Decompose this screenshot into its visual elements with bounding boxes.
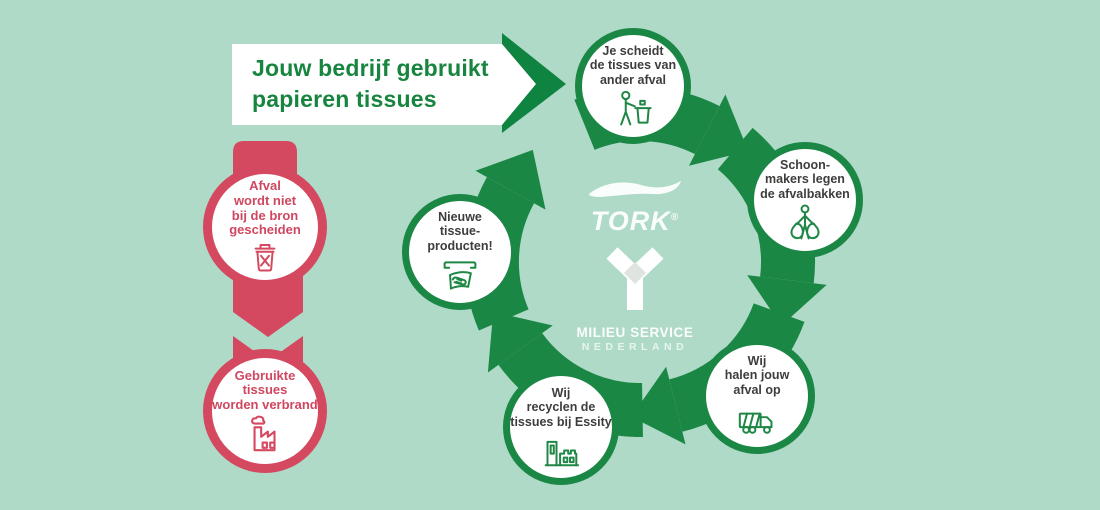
- cycle-step-label: Nieuwe tissue- producten!: [427, 210, 493, 253]
- crossed-trash-bin-icon: [254, 243, 276, 272]
- problem-step-label: Afval wordt niet bij de bron gescheiden: [229, 178, 301, 238]
- problem-step-tissues-incinerated: Gebruikte tissues worden verbrand: [203, 349, 327, 473]
- problem-step-waste-not-separated: Afval wordt niet bij de bron gescheiden: [203, 165, 327, 289]
- cycle-step-label: Wij recyclen de tissues bij Essity: [510, 386, 612, 429]
- tork-wave-icon: [589, 181, 681, 197]
- banner-headline-line2: papieren tissues: [252, 86, 437, 112]
- registered-mark: ®: [670, 212, 680, 223]
- garbage-truck-icon: [738, 412, 773, 434]
- milieu-service-nederland-logo: MILIEU SERVICE NEDERLAND: [565, 242, 705, 353]
- incinerator-icon: [251, 415, 276, 452]
- intro-banner-arrow: [232, 33, 566, 133]
- cycle-step-recycled-at-essity: Wij recyclen de tissues bij Essity: [503, 369, 619, 485]
- msn-y-icon: [606, 247, 664, 310]
- tork-logo: TORK®: [583, 176, 687, 236]
- cycle-step-label: Je scheidt de tissues van ander afval: [589, 44, 677, 87]
- cycle-step-label: Schoon- makers legen de afvalbakken: [760, 158, 850, 201]
- cycle-step-label: Wij halen jouw afval op: [724, 354, 790, 397]
- cycle-step-we-collect-waste: Wij halen jouw afval op: [699, 338, 815, 454]
- msn-country: NEDERLAND: [581, 341, 689, 353]
- cycle-step-separate-tissues: Je scheidt de tissues van ander afval: [575, 28, 691, 144]
- person-binning-tissue-icon: [620, 90, 652, 126]
- cycle-step-cleaners-empty-bins: Schoon- makers legen de afvalbakken: [747, 142, 863, 258]
- tork-wordmark: TORK®: [590, 206, 680, 236]
- recycling-plant-icon: [544, 440, 580, 467]
- cleaner-with-bags-icon: [790, 204, 820, 240]
- msn-name: MILIEU SERVICE: [576, 325, 694, 340]
- problem-step-label: Gebruikte tissues worden verbrand: [212, 367, 318, 412]
- cycle-step-new-tissue-products: Nieuwe tissue- producten!: [402, 194, 518, 310]
- banner-headline-line1: Jouw bedrijf gebruikt: [252, 55, 489, 81]
- banner-headline: Jouw bedrijf gebruikt papieren tissues: [252, 53, 489, 115]
- tissue-dispenser-hand-icon: [443, 261, 477, 290]
